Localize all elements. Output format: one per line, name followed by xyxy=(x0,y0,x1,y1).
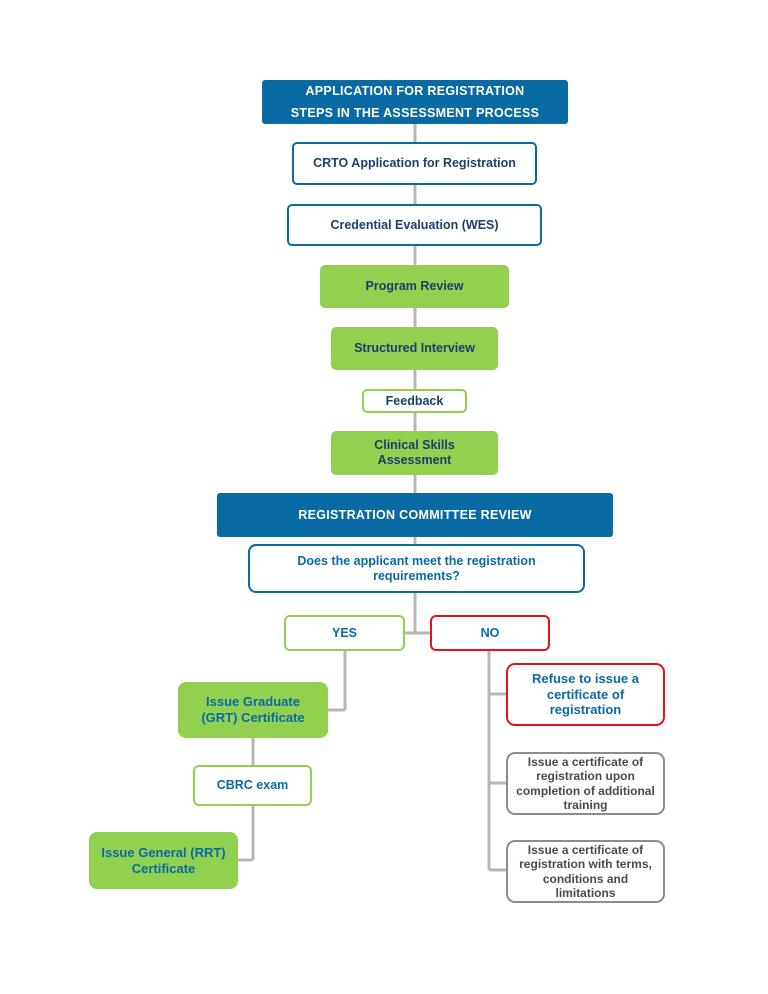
main-title-line1: APPLICATION FOR REGISTRATION xyxy=(305,84,525,98)
step-feedback: Feedback xyxy=(362,389,467,413)
step-clinical-skills-label: Clinical Skills Assessment xyxy=(374,438,455,467)
issue-grt-certificate-label: Issue Graduate (GRT) Certificate xyxy=(201,694,305,725)
committee-review-label: REGISTRATION COMMITTEE REVIEW xyxy=(298,507,532,522)
step-structured-interview: Structured Interview xyxy=(331,327,498,370)
step-crto-application: CRTO Application for Registration xyxy=(292,142,537,185)
cbrc-exam: CBRC exam xyxy=(193,765,312,806)
refuse-certificate-label: Refuse to issue a certificate of registr… xyxy=(532,671,639,718)
committee-review-banner: REGISTRATION COMMITTEE REVIEW xyxy=(217,493,613,537)
step-program-review: Program Review xyxy=(320,265,509,308)
refuse-certificate: Refuse to issue a certificate of registr… xyxy=(506,663,665,726)
no-label: NO xyxy=(480,625,500,640)
decision-question: Does the applicant meet the registration… xyxy=(248,544,585,593)
certificate-terms-conditions: Issue a certificate of registration with… xyxy=(506,840,665,903)
issue-grt-certificate: Issue Graduate (GRT) Certificate xyxy=(178,682,328,738)
yes-label: YES xyxy=(331,625,357,640)
issue-rrt-certificate-label: Issue General (RRT) Certificate xyxy=(101,844,226,876)
certificate-additional-training-label: Issue a certificate of registration upon… xyxy=(516,754,655,812)
step-feedback-label: Feedback xyxy=(385,393,444,408)
yes-branch-label: YES xyxy=(284,615,405,651)
step-clinical-skills-assessment: Clinical Skills Assessment xyxy=(331,431,498,475)
step-credential-evaluation-label: Credential Evaluation (WES) xyxy=(330,217,499,232)
step-program-review-label: Program Review xyxy=(365,279,464,293)
main-title-banner: APPLICATION FOR REGISTRATION STEPS IN TH… xyxy=(262,80,568,124)
step-credential-evaluation: Credential Evaluation (WES) xyxy=(287,204,542,246)
no-branch-label: NO xyxy=(430,615,550,651)
issue-rrt-certificate: Issue General (RRT) Certificate xyxy=(89,832,238,889)
cbrc-exam-label: CBRC exam xyxy=(216,778,289,792)
certificate-additional-training: Issue a certificate of registration upon… xyxy=(506,752,665,815)
certificate-terms-conditions-label: Issue a certificate of registration with… xyxy=(519,842,652,900)
step-crto-application-label: CRTO Application for Registration xyxy=(313,156,516,170)
decision-question-label: Does the applicant meet the registration… xyxy=(297,553,536,583)
main-title-line2: STEPS IN THE ASSESSMENT PROCESS xyxy=(290,106,540,120)
step-structured-interview-label: Structured Interview xyxy=(354,341,475,355)
